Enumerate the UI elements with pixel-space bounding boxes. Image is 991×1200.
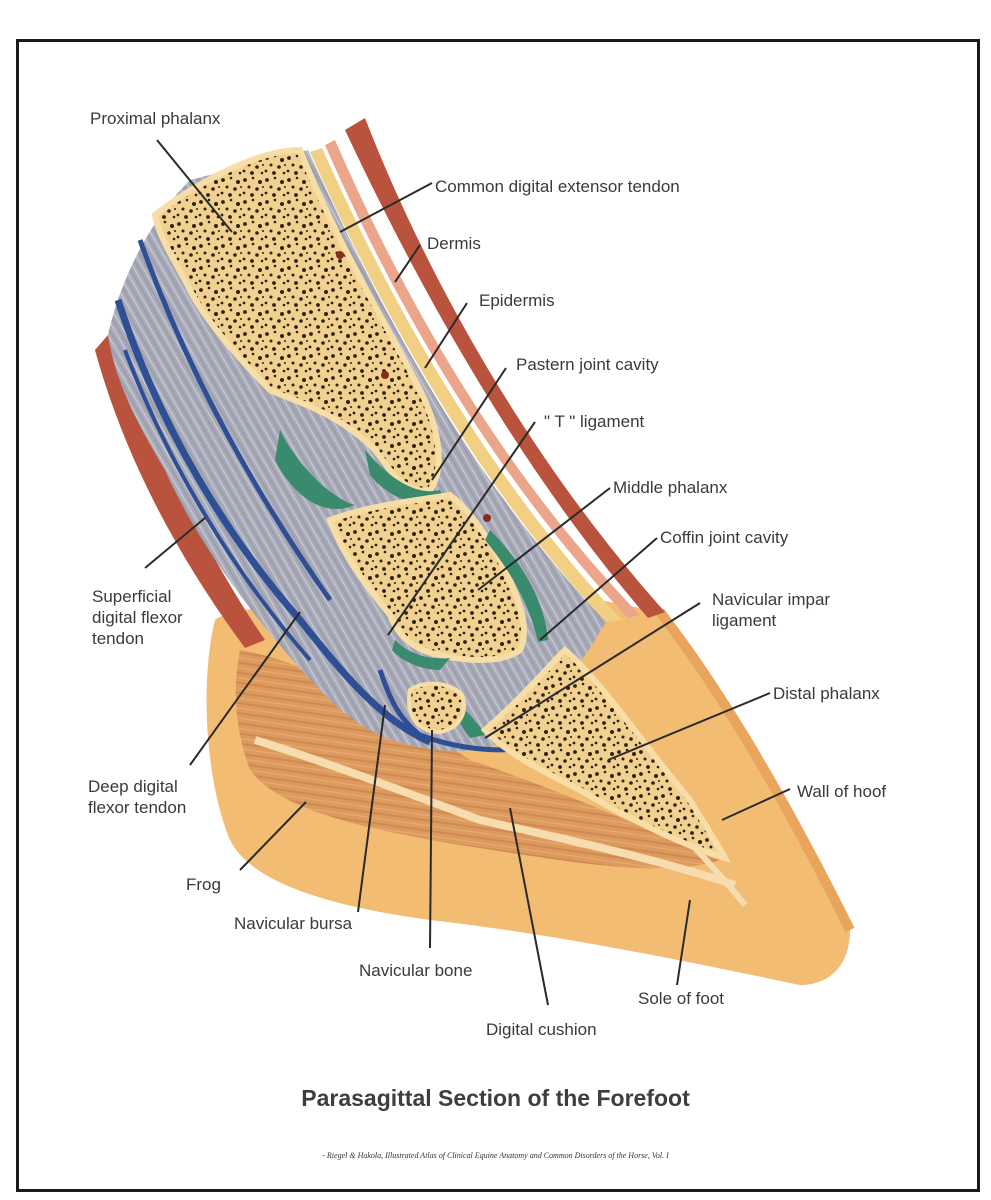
label-wall-of-hoof: Wall of hoof — [797, 782, 887, 801]
label-middle-phalanx: Middle phalanx — [613, 478, 728, 497]
label-t-ligament: " T " ligament — [544, 412, 645, 431]
label-navicular-bone: Navicular bone — [359, 961, 473, 980]
label-digital-cushion: Digital cushion — [486, 1020, 597, 1039]
source-citation: - Riegel & Hakola, Illustrated Atlas of … — [322, 1151, 669, 1160]
label-coffin-joint-cavity: Coffin joint cavity — [660, 528, 789, 547]
navicular-bone — [407, 681, 466, 735]
label-frog: Frog — [186, 875, 221, 894]
label-common-digital-extensor-tendon: Common digital extensor tendon — [435, 177, 680, 196]
label-sole-of-foot: Sole of foot — [638, 989, 725, 1008]
label-proximal-phalanx: Proximal phalanx — [90, 109, 221, 128]
label-superficial-digital-flexor-tendon: Superficial digital flexor tendon — [92, 587, 183, 648]
label-navicular-bursa: Navicular bursa — [234, 914, 353, 933]
label-pastern-joint-cavity: Pastern joint cavity — [516, 355, 659, 374]
label-dermis: Dermis — [427, 234, 481, 253]
label-distal-phalanx: Distal phalanx — [773, 684, 880, 703]
label-navicular-impar-ligament: Navicular impar ligament — [712, 590, 831, 630]
leader-lines — [144, 139, 791, 1006]
distal-phalanx-bone — [480, 645, 731, 863]
diagram-title: Parasagittal Section of the Forefoot — [301, 1085, 690, 1111]
label-epidermis: Epidermis — [479, 291, 555, 310]
label-deep-digital-flexor-tendon: Deep digital flexor tendon — [88, 777, 187, 817]
skin-front — [345, 118, 665, 618]
